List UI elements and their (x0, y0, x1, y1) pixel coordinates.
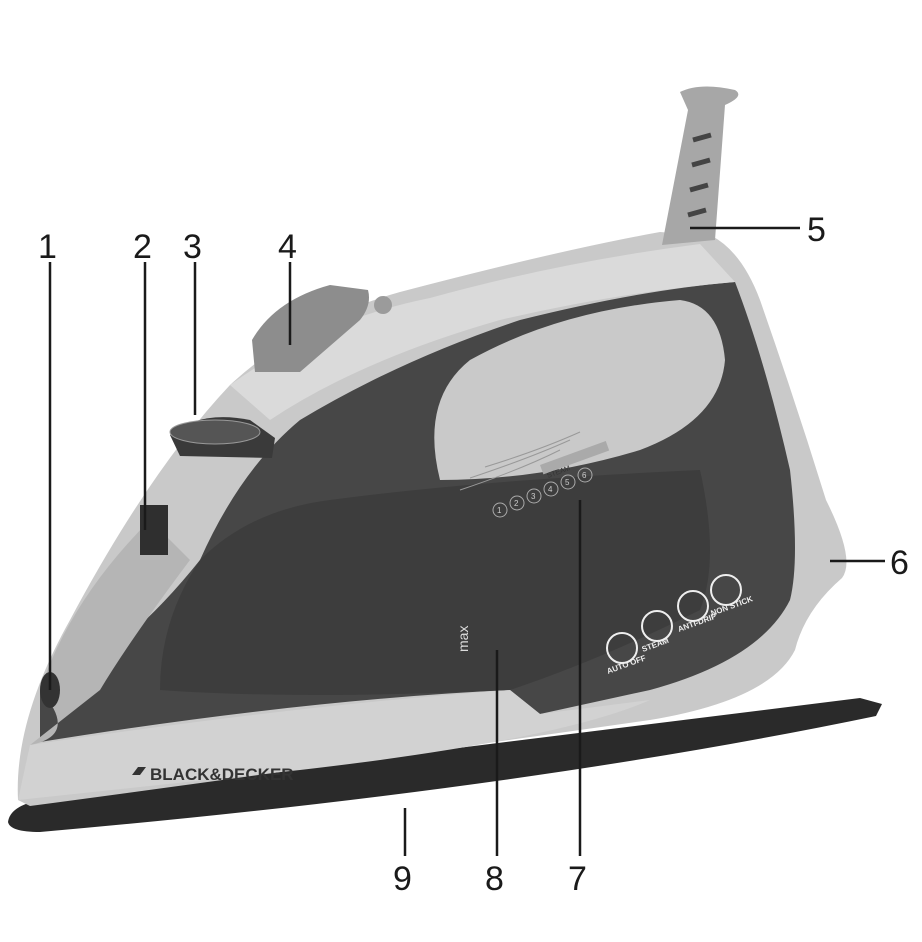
soleplate (8, 698, 882, 832)
callout-1: 1 (38, 228, 57, 266)
auto-off-icon (606, 632, 638, 664)
spray-button-top (169, 419, 261, 445)
callout-4: 4 (278, 228, 297, 266)
indicator-light (374, 296, 392, 314)
dial-setting-marker (492, 502, 508, 518)
nose (30, 520, 190, 745)
non-stick-icon (710, 574, 742, 606)
max-fill-marking: max (455, 626, 471, 652)
anti-drip-icon (677, 590, 709, 622)
dial-setting-marker (526, 488, 542, 504)
callout-3: 3 (183, 228, 202, 266)
dial-setting-marker (543, 481, 559, 497)
callout-lines (48, 226, 885, 856)
steam-icon (641, 610, 673, 642)
dial-setting-marker (509, 495, 525, 511)
brand-text: BLACK&DECKER (150, 765, 294, 784)
handle-opening (434, 300, 725, 480)
callout-2: 2 (133, 228, 152, 266)
dial-setting-number: 4 (548, 485, 553, 494)
dial-setting-number: 5 (565, 478, 570, 487)
callout-6: 6 (890, 544, 909, 582)
logo-hexagon-icon (132, 767, 146, 775)
callout-9: 9 (393, 860, 412, 898)
cord-guard (662, 86, 739, 245)
steam-burst-button (252, 285, 369, 372)
dial-setting-marker (560, 474, 576, 490)
callout-5: 5 (807, 211, 826, 249)
dial-setting-number: 1 (497, 506, 502, 515)
callout-8: 8 (485, 860, 504, 898)
dial-setting-marker (577, 467, 593, 483)
handle-top (230, 244, 735, 420)
brand-logo: BLACK&DECKER (132, 765, 294, 784)
dial-setting-number: 2 (514, 499, 519, 508)
water-tank (160, 470, 710, 695)
dial-setting-number: 6 (582, 471, 587, 480)
dial-setting-number: 3 (531, 492, 536, 501)
lower-band (18, 690, 650, 800)
callout-7: 7 (568, 860, 587, 898)
